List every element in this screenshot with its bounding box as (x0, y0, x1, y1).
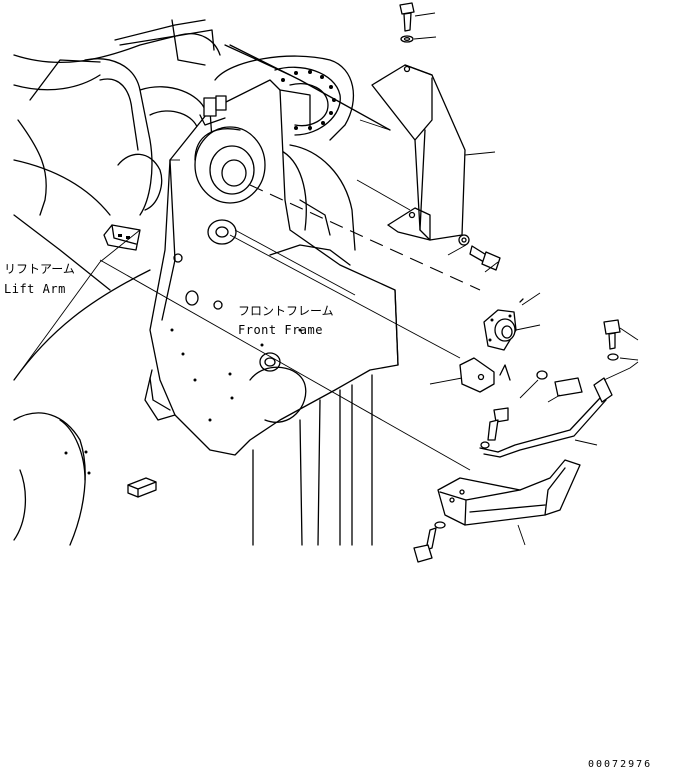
bearing-flange (483, 292, 541, 351)
bolt-lower (480, 407, 509, 449)
bolt-right (603, 319, 639, 361)
front-frame-label-jp: フロントフレーム (238, 304, 334, 318)
bolt-cover (447, 151, 501, 273)
lift-arm-drawing (13, 19, 221, 381)
tire-drawing (13, 412, 91, 546)
lift-arm-bracket (103, 224, 141, 251)
rod-assembly (479, 361, 639, 458)
bolt-guard (413, 521, 446, 563)
guard-bracket (437, 459, 581, 546)
assembly-lines (13, 159, 481, 471)
cover-plate (356, 64, 466, 241)
spacer-block (127, 477, 157, 498)
front-frame-label-en: Front Frame (238, 323, 323, 337)
bolt-top (399, 2, 437, 43)
lift-arm-label-en: Lift Arm (4, 282, 66, 296)
small-bracket (429, 357, 511, 393)
lift-arm-label-jp: リフトアーム (4, 262, 75, 276)
front-frame-drawing (144, 79, 399, 546)
drawing-number: 00072976 (588, 759, 653, 770)
ring-gear-drawing (214, 44, 391, 251)
